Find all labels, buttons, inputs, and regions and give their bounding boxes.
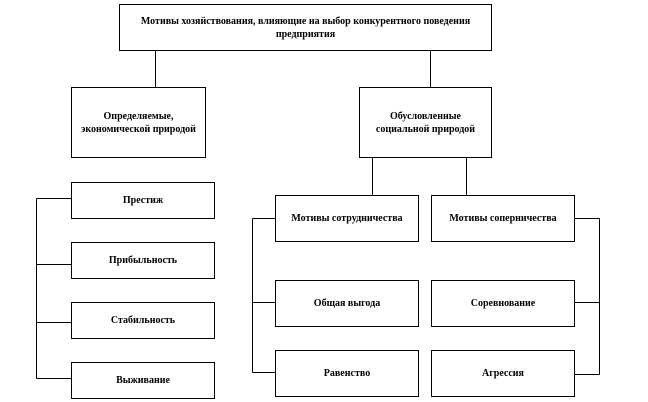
survival-node: Выживание [71, 362, 215, 399]
competition-motives-label: Мотивы соперничества [449, 213, 557, 224]
profitability-label: Прибыльность [108, 255, 178, 266]
stability-node: Стабильность [71, 302, 215, 339]
equality-label: Равенство [323, 368, 371, 379]
cooperation-motives-label: Мотивы сотрудничества [291, 213, 403, 224]
root-node-label: Мотивы хозяйствования, влияющие на выбор… [140, 15, 471, 40]
cooperation-motives-node: Мотивы сотрудничества [275, 195, 419, 242]
equality-node: Равенство [275, 350, 419, 397]
social-motives-label: Обусловленные социальной природой [375, 110, 476, 135]
prestige-node: Престиж [71, 182, 215, 219]
stability-label: Стабильность [110, 315, 176, 326]
contest-node: Соревнование [431, 280, 575, 327]
common-benefit-label: Общая выгода [313, 298, 381, 309]
prestige-label: Престиж [122, 195, 164, 206]
contest-label: Соревнование [470, 298, 536, 309]
aggression-node: Агрессия [431, 350, 575, 397]
economic-motives-node: Определяемые, экономической природой [71, 87, 206, 158]
root-node: Мотивы хозяйствования, влияющие на выбор… [119, 4, 492, 51]
survival-label: Выживание [116, 375, 170, 386]
economic-motives-label: Определяемые, экономической природой [81, 110, 196, 135]
profitability-node: Прибыльность [71, 242, 215, 279]
social-motives-node: Обусловленные социальной природой [359, 87, 492, 158]
competition-motives-node: Мотивы соперничества [431, 195, 575, 242]
aggression-label: Агрессия [482, 368, 524, 379]
common-benefit-node: Общая выгода [275, 280, 419, 327]
